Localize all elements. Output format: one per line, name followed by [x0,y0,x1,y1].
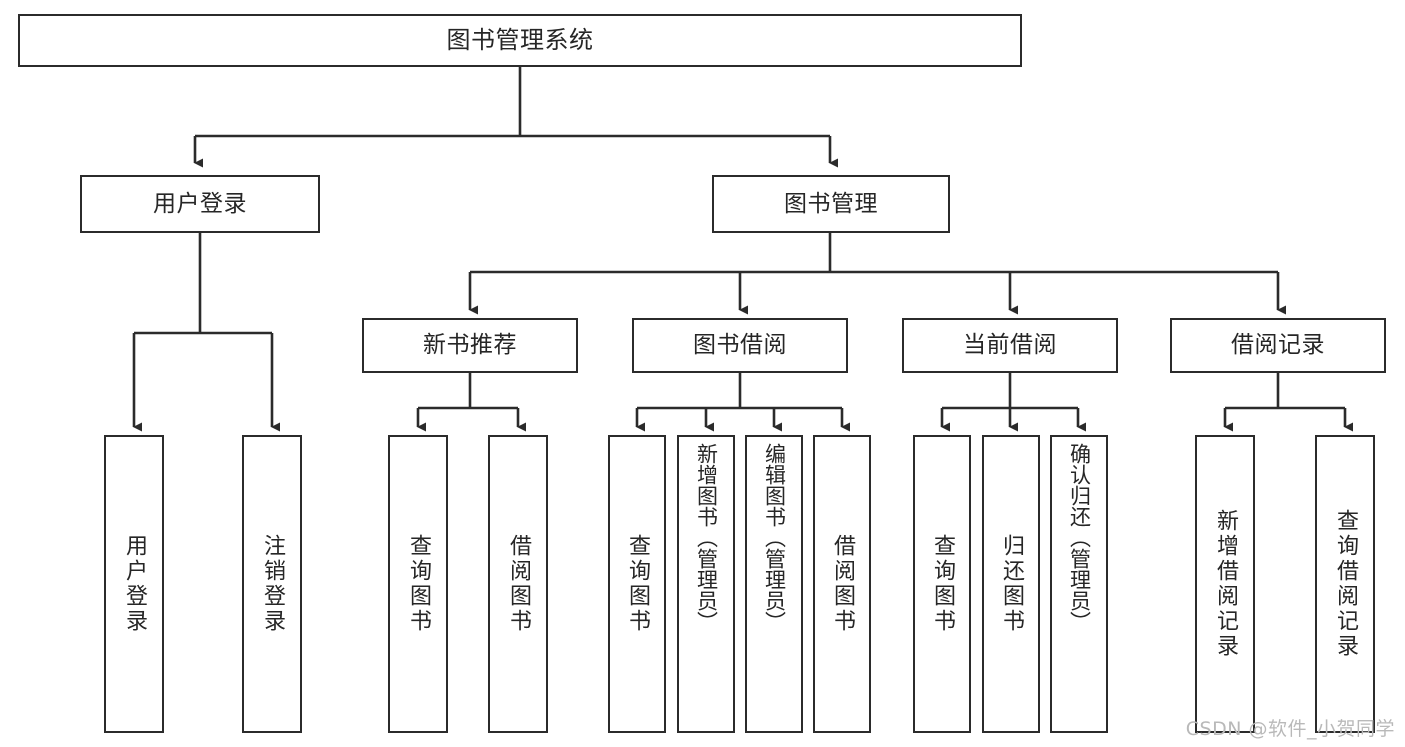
node-leaf-query-borrow-record[interactable]: 查询借阅记录 [1315,435,1375,733]
node-label: 注销登录 [260,534,285,634]
node-leaf-query-book-current[interactable]: 查询图书 [913,435,971,733]
node-book-management[interactable]: 图书管理 [712,175,950,233]
node-leaf-borrow-book[interactable]: 借阅图书 [813,435,871,733]
node-book-borrow[interactable]: 图书借阅 [632,318,848,373]
node-label: 借阅图书 [830,534,855,634]
node-current-borrow[interactable]: 当前借阅 [902,318,1118,373]
node-label: 图书管理 [784,190,878,217]
node-leaf-logout[interactable]: 注销登录 [242,435,302,733]
node-label: 当前借阅 [963,332,1057,359]
node-leaf-return-book[interactable]: 归还图书 [982,435,1040,733]
node-label: 新增图书（管理员） [694,443,719,632]
node-leaf-edit-book-admin[interactable]: 编辑图书（管理员） [745,435,803,733]
node-borrow-record[interactable]: 借阅记录 [1170,318,1386,373]
node-leaf-confirm-return-admin[interactable]: 确认归还（管理员） [1050,435,1108,733]
node-leaf-add-borrow-record[interactable]: 新增借阅记录 [1195,435,1255,733]
node-label: 用户登录 [122,534,147,634]
node-label: 新增借阅记录 [1213,509,1238,659]
node-new-book-recommend[interactable]: 新书推荐 [362,318,578,373]
node-leaf-user-login[interactable]: 用户登录 [104,435,164,733]
node-label: 查询图书 [406,534,431,634]
node-label: 确认归还（管理员） [1067,443,1092,632]
node-leaf-query-book-newbook[interactable]: 查询图书 [388,435,448,733]
node-label: 归还图书 [999,534,1024,634]
node-leaf-add-book-admin[interactable]: 新增图书（管理员） [677,435,735,733]
node-root-book-management-system[interactable]: 图书管理系统 [18,14,1022,67]
node-user-login[interactable]: 用户登录 [80,175,320,233]
node-label: 查询图书 [625,534,650,634]
node-leaf-query-book-borrow[interactable]: 查询图书 [608,435,666,733]
node-label: 借阅图书 [506,534,531,634]
node-label: 借阅记录 [1231,332,1325,359]
node-leaf-borrow-book-newbook[interactable]: 借阅图书 [488,435,548,733]
node-label: 查询借阅记录 [1333,509,1358,659]
node-label: 查询图书 [930,534,955,634]
csdn-watermark: CSDN @软件_小贺同学 [1185,718,1395,740]
node-label: 用户登录 [153,190,247,217]
node-label: 新书推荐 [423,332,517,359]
node-label: 图书管理系统 [446,25,594,54]
node-label: 图书借阅 [693,332,787,359]
node-label: 编辑图书（管理员） [762,443,787,632]
